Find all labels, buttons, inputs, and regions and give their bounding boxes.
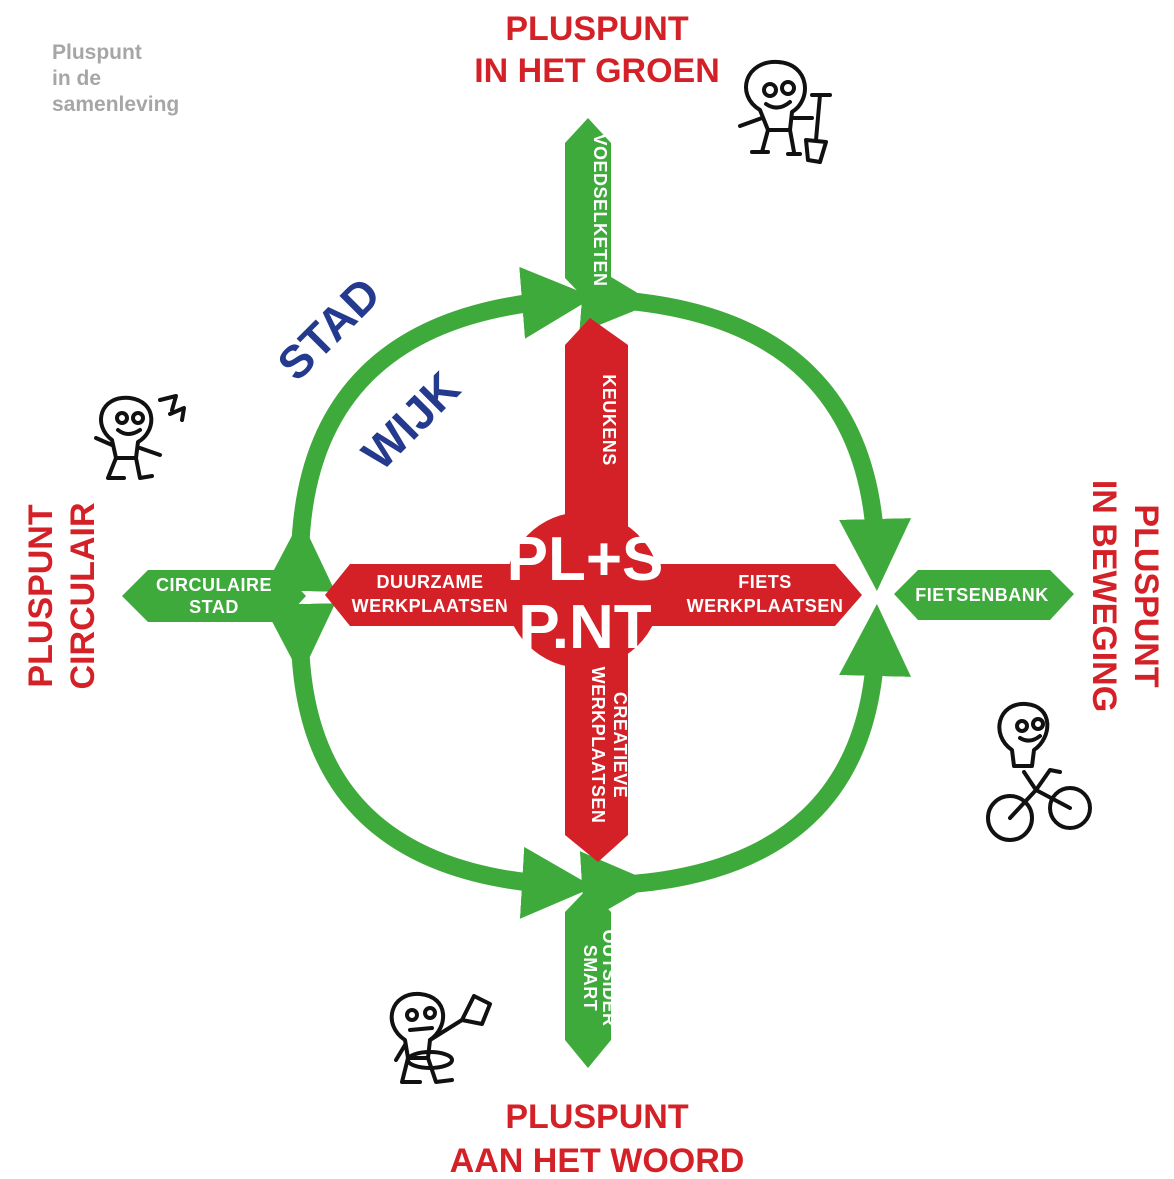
pillar-title-bottom: PLUSPUNT AAN HET WOORD [450, 1098, 745, 1179]
inner-arm-bottom: CREATIEVE WERKPLAATSEN [565, 640, 630, 862]
corner-label-line: in de [52, 67, 102, 90]
center-logo-disc [505, 512, 661, 668]
pillar-title-line: CIRCULAIR [64, 503, 102, 690]
inner-arm-right-label: FIETS [738, 572, 792, 592]
center-logo-line: P.NT [518, 593, 651, 662]
ring-arc-bottom-left [263, 603, 594, 919]
inner-arm-right-shape [640, 564, 862, 626]
corner-label: Pluspunt in de samenleving [52, 40, 179, 118]
ring-arc-top-right [579, 261, 912, 591]
outer-arm-right: FIETSENBANK [894, 570, 1074, 620]
inner-arm-bottom-label: WERKPLAATSEN [588, 667, 608, 824]
center-logo-line: PL+S [507, 525, 664, 594]
inner-arm-left: DUURZAME WERKPLAATSEN [325, 564, 540, 626]
lightbulb-gardener-icon [738, 59, 832, 164]
outer-arm-left-label: CIRCULAIRE [156, 575, 272, 595]
outer-arm-top-shape [565, 118, 611, 302]
lightbulb-recycle-icon [94, 394, 186, 480]
pillar-title-line: AAN HET WOORD [450, 1142, 745, 1179]
inner-arm-bottom-shape [565, 640, 628, 862]
ring-arc-top-left [263, 266, 594, 592]
inner-arm-top-label: KEUKENS [599, 374, 619, 466]
inner-arm-left-label: DUURZAME [377, 572, 484, 592]
outer-arm-top: VOEDSELKETEN [565, 118, 611, 302]
outer-arm-bottom-shape [565, 888, 611, 1068]
outer-arm-left-shape [122, 570, 306, 622]
corner-label-line: Pluspunt [52, 41, 142, 64]
inner-arm-top: KEUKENS [565, 318, 628, 540]
corner-label-line: samenleving [52, 93, 180, 116]
green-ring [263, 261, 912, 924]
pillar-title-line: PLUSPUNT [1127, 504, 1165, 687]
pillar-title-line: PLUSPUNT [505, 10, 688, 48]
pillar-title-line: PLUSPUNT [22, 504, 60, 687]
lightbulb-cyclist-icon [986, 701, 1092, 842]
pillar-title-left: PLUSPUNT CIRCULAIR [22, 503, 102, 690]
center-logo: PL+S P.NT [505, 512, 663, 668]
outer-arm-left-label: STAD [189, 597, 239, 617]
inner-arm-top-shape [565, 318, 628, 540]
inner-arm-right-label: WERKPLAATSEN [687, 596, 844, 616]
outer-arm-top-label: VOEDSELKETEN [590, 133, 610, 286]
lightbulb-speaker-icon [389, 991, 492, 1084]
outer-arm-bottom-label: SMART [580, 945, 600, 1012]
pillar-title-right: PLUSPUNT IN BEWEGING [1085, 480, 1165, 712]
outer-arm-left: CIRCULAIRE STAD [122, 570, 306, 622]
outer-arm-bottom: OUTSIDER SMART [565, 888, 619, 1068]
inner-arm-left-shape [325, 564, 540, 626]
inner-arm-left-label: WERKPLAATSEN [352, 596, 509, 616]
pillar-title-line: IN BEWEGING [1085, 480, 1123, 712]
pillar-title-line: IN HET GROEN [474, 52, 720, 90]
outer-arm-bottom-label: OUTSIDER [599, 929, 619, 1026]
inner-arm-right: FIETS WERKPLAATSEN [640, 564, 862, 626]
outer-arm-right-label: FIETSENBANK [915, 585, 1049, 605]
inner-arm-bottom-label: CREATIEVE [610, 692, 630, 798]
pillar-title-line: PLUSPUNT [505, 1098, 688, 1136]
outer-arm-right-shape [894, 570, 1074, 620]
ring-arc-bottom-right [579, 604, 912, 924]
pillar-title-top: PLUSPUNT IN HET GROEN [474, 10, 720, 90]
